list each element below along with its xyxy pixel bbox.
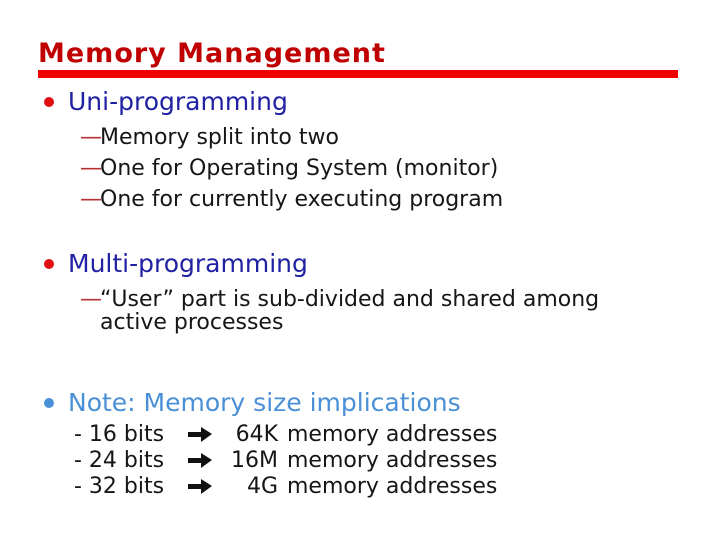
em-dash-bullet: —: [80, 187, 102, 212]
em-dash-bullet: —: [80, 125, 102, 150]
page-title: Memory Management: [38, 38, 386, 69]
section-note: Note: Memory size implications - 16 bits…: [0, 388, 720, 500]
bullet-icon: [44, 259, 54, 269]
list-item-text: One for currently executing program: [100, 187, 504, 212]
arrow-right-icon: [188, 479, 212, 494]
address-count: 4G: [246, 474, 278, 499]
bits-label: - 24 bits: [74, 448, 165, 473]
arrow-right-icon: [188, 427, 212, 442]
list-item: —Memory split into two: [0, 126, 660, 149]
arrow-right-icon: [188, 453, 212, 468]
section-heading: Note: Memory size implications: [68, 388, 461, 417]
bits-label: - 32 bits: [74, 474, 165, 499]
address-suffix: memory addresses: [287, 448, 498, 473]
section-heading: Uni-programming: [68, 87, 288, 116]
list-item: - 24 bits 16M memory addresses: [0, 448, 720, 474]
list-item-text: Memory split into two: [100, 125, 339, 150]
list-item: —One for Operating System (monitor): [0, 157, 660, 180]
list-item: —“User” part is sub-divided and shared a…: [0, 288, 660, 334]
section-uni-programming: Uni-programming —Memory split into two —…: [0, 86, 720, 211]
section-heading: Multi-programming: [68, 249, 308, 278]
bullet-icon: [44, 398, 54, 408]
title-underline: [38, 70, 678, 78]
address-suffix: memory addresses: [287, 474, 498, 499]
bits-label: - 16 bits: [74, 422, 165, 447]
address-count: 16M: [231, 448, 278, 473]
list-item-text: One for Operating System (monitor): [100, 156, 499, 181]
list-item: - 32 bits 4G memory addresses: [0, 474, 720, 500]
list-item: —One for currently executing program: [0, 188, 660, 211]
address-count: 64K: [235, 422, 278, 447]
section-multi-programming: Multi-programming —“User” part is sub-di…: [0, 248, 720, 334]
em-dash-bullet: —: [80, 287, 102, 312]
address-suffix: memory addresses: [287, 422, 498, 447]
list-item: - 16 bits 64K memory addresses: [0, 422, 720, 448]
em-dash-bullet: —: [80, 156, 102, 181]
list-item-text: “User” part is sub-divided and shared am…: [100, 287, 600, 335]
bullet-icon: [44, 97, 54, 107]
